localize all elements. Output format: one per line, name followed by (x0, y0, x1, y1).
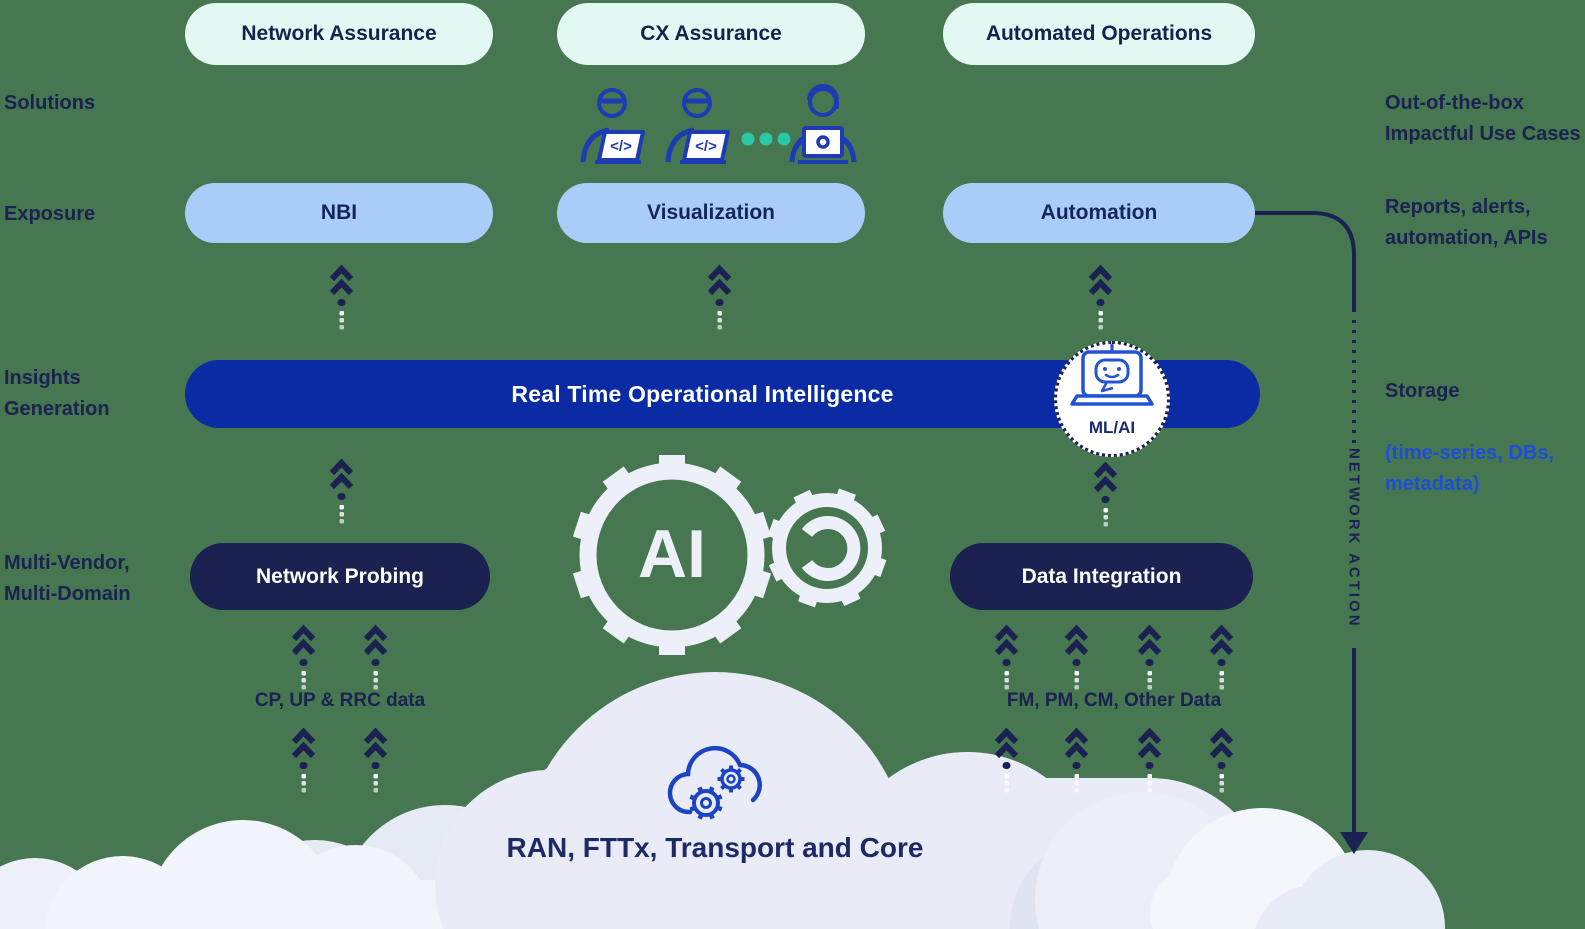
up-arrow-icon (704, 264, 735, 330)
pill-visualization: Visualization (557, 183, 865, 243)
pill-automation: Automation (943, 183, 1255, 243)
ai-gear-label: AI (638, 516, 706, 592)
up-arrow-icon (360, 624, 391, 690)
up-arrow-icon (1134, 727, 1165, 793)
up-arrow-icon (288, 624, 319, 690)
label-insights-generation: Insights Generation (4, 367, 110, 420)
bar-label: Real Time Operational Intelligence (511, 380, 894, 407)
cloud-gears-icon (667, 745, 762, 820)
up-arrow-icon (1085, 264, 1116, 330)
label-exposure: Exposure (4, 203, 96, 225)
label-reports-alerts: Reports, alerts, automation, APIs (1385, 196, 1548, 249)
label-solutions: Solutions (4, 92, 96, 114)
pill-nbi: NBI (185, 183, 493, 243)
pill-automated-operations: Automated Operations (943, 3, 1255, 65)
up-arrow-icon (360, 727, 391, 793)
pill-data-integration: Data Integration (950, 543, 1253, 610)
developer-laptop-icon (660, 86, 734, 164)
storage-title: Storage (1385, 380, 1460, 402)
up-arrow-icon (326, 264, 357, 330)
label-cp-up-rrc-data: CP, UP & RRC data (254, 690, 426, 711)
pill-network-probing: Network Probing (190, 543, 490, 610)
label-use-cases: Out-of-the-box Impactful Use Cases (1385, 92, 1581, 145)
pill-network-assurance: Network Assurance (185, 3, 493, 65)
up-arrow-icon (1206, 624, 1237, 690)
up-arrow-icon (1061, 624, 1092, 690)
up-arrow-icon (1090, 461, 1121, 527)
up-arrow-icon (991, 727, 1022, 793)
cloud-shape (60, 880, 480, 929)
network-action-arrow (1255, 211, 1368, 854)
ml-ai-robot-icon (1070, 344, 1154, 406)
ml-ai-label: ML/AI (1088, 418, 1136, 437)
label-ran-fttx-transport-core: RAN, FTTx, Transport and Core (506, 832, 924, 863)
up-arrow-icon (1206, 727, 1237, 793)
up-arrow-icon (1061, 727, 1092, 793)
up-arrow-icon (1134, 624, 1165, 690)
label-multi-vendor-domain: Multi-Vendor, Multi-Domain (4, 552, 131, 605)
operator-laptop-icon (786, 84, 860, 164)
up-arrow-icon (991, 624, 1022, 690)
label-network-action: NETWORK ACTION (1345, 448, 1363, 629)
up-arrow-icon (326, 458, 357, 524)
up-arrow-icon (288, 727, 319, 793)
label-fm-pm-cm-other-data: FM, PM, CM, Other Data (1006, 690, 1222, 711)
ai-gears-icon: AI (572, 455, 887, 655)
storage-detail: (time-series, DBs, metadata) (1385, 442, 1554, 495)
pill-cx-assurance: CX Assurance (557, 3, 865, 65)
developer-laptop-icon (575, 86, 649, 164)
label-storage: Storage (time-series, DBs, metadata) (1385, 345, 1554, 500)
ellipsis-dots-icon (741, 132, 791, 146)
ml-ai-badge: ML/AI (1054, 341, 1170, 457)
